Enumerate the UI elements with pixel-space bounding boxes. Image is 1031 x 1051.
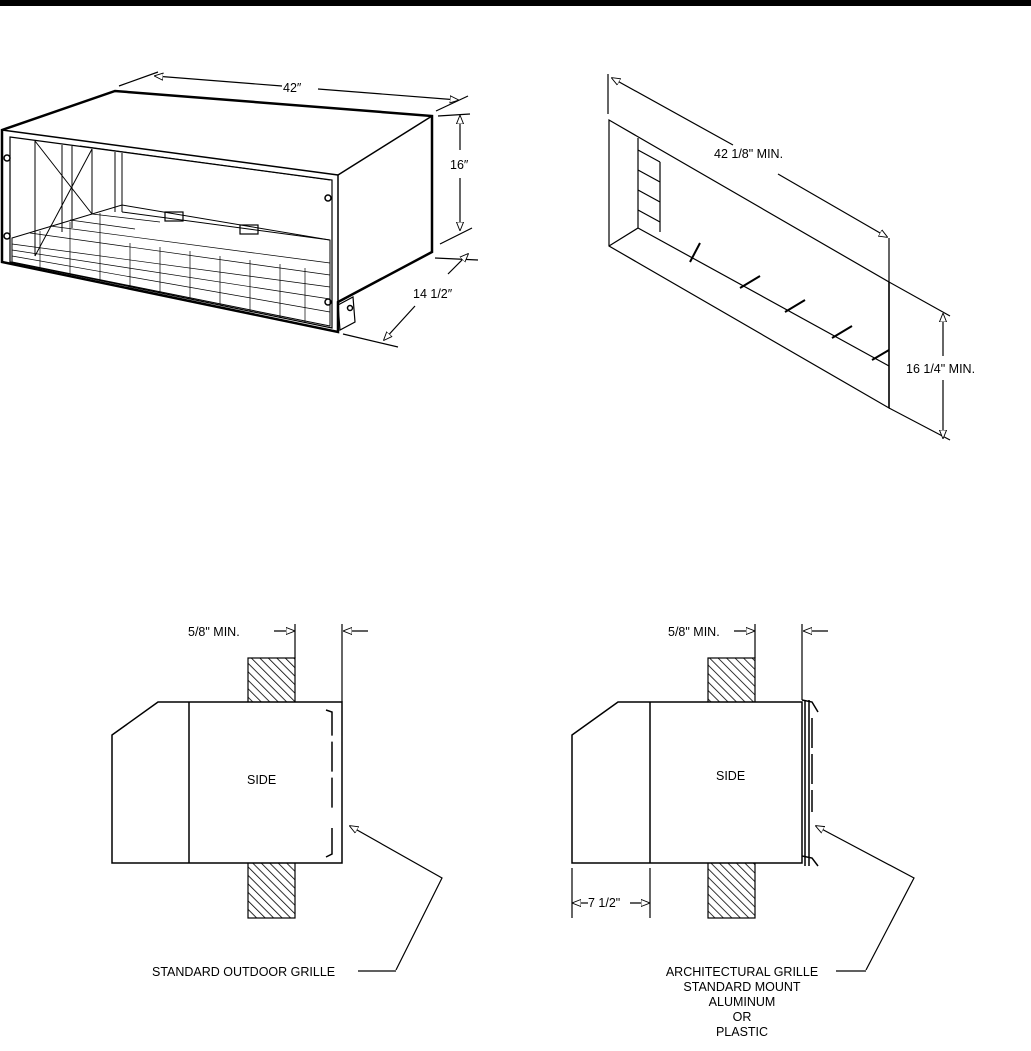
unit-body-2 <box>571 701 803 864</box>
architectural-grille-label: ARCHITECTURAL GRILLE STANDARD MOUNT ALUM… <box>666 965 818 1039</box>
offset-label: 7 1/2" <box>588 896 620 910</box>
sleeve-height-label: 16″ <box>450 158 469 172</box>
standard-side-label: SIDE <box>247 773 276 787</box>
opening-height-label: 16 1/4" MIN. <box>906 362 975 376</box>
svg-text:PLASTIC: PLASTIC <box>716 1025 768 1039</box>
unit-body <box>111 701 343 864</box>
opening-width-label: 42 1/8" MIN. <box>714 147 783 161</box>
opening-width-dimension <box>607 74 890 282</box>
sleeve-depth-label: 14 1/2″ <box>413 287 453 301</box>
opening-height-dimension <box>888 281 951 441</box>
architectural-install-figure <box>571 624 915 971</box>
standard-clearance-label: 5/8" MIN. <box>188 625 240 639</box>
sleeve-depth-dimension <box>342 254 479 348</box>
architectural-side-label: SIDE <box>716 769 745 783</box>
wall-opening-figure <box>608 118 890 410</box>
architectural-clearance-label: 5/8" MIN. <box>668 625 720 639</box>
svg-text:ARCHITECTURAL GRILLE: ARCHITECTURAL GRILLE <box>666 965 818 979</box>
sleeve-width-label: 42″ <box>283 81 302 95</box>
top-rule <box>0 0 1031 6</box>
sleeve-width-dimension <box>118 71 469 112</box>
standard-install-figure <box>111 624 443 971</box>
svg-text:STANDARD MOUNT: STANDARD MOUNT <box>683 980 800 994</box>
svg-text:ALUMINUM: ALUMINUM <box>709 995 776 1009</box>
sleeve-height-dimension <box>437 113 473 245</box>
svg-text:OR: OR <box>733 1010 752 1024</box>
standard-grille-label: STANDARD OUTDOOR GRILLE <box>152 965 335 979</box>
wall-sleeve-figure <box>0 89 434 334</box>
